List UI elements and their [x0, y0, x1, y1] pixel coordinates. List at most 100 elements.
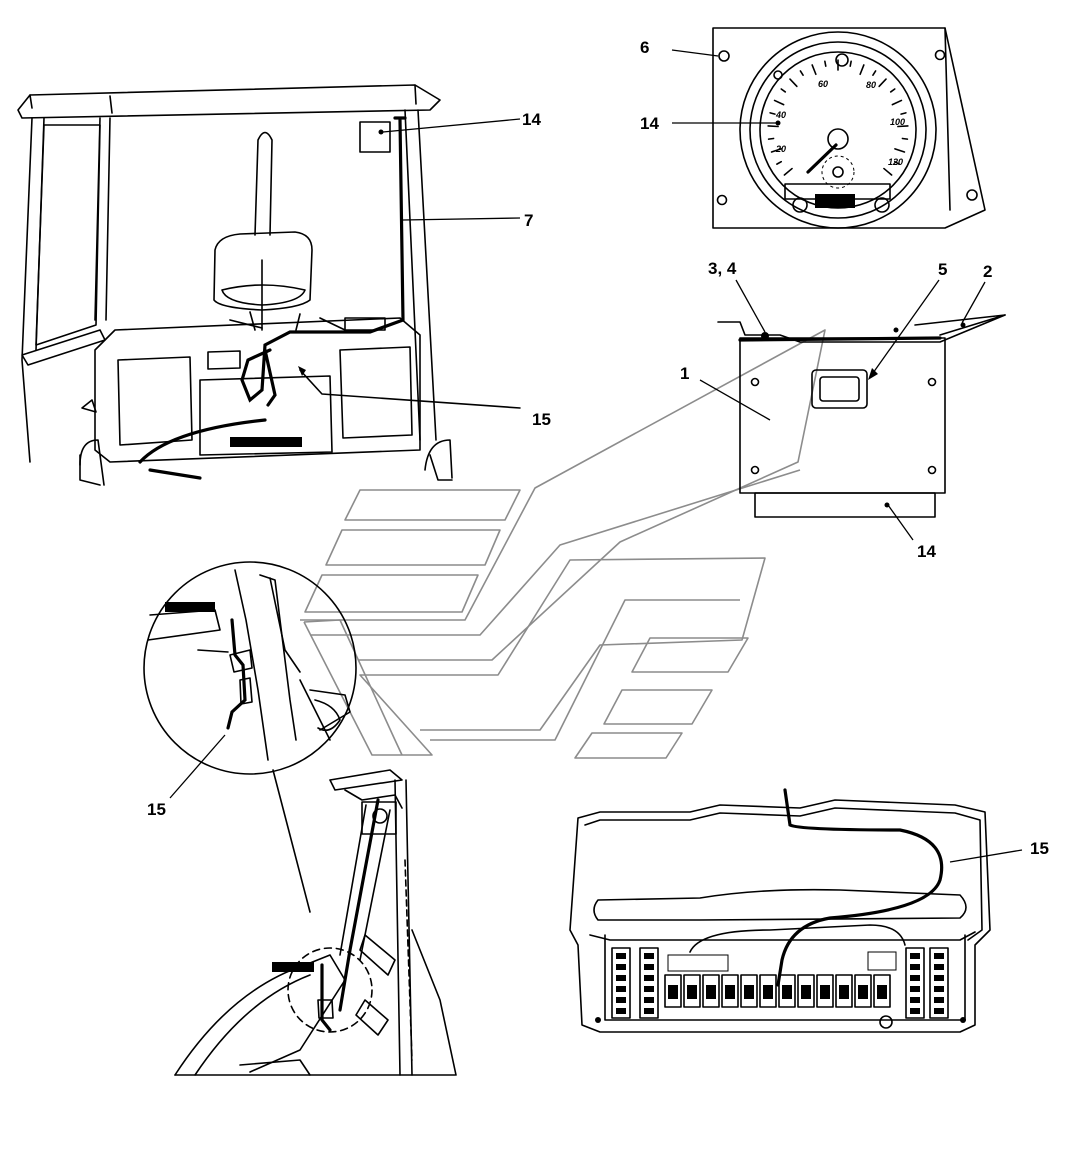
- fuse-slot: [778, 974, 796, 1008]
- terminal-screw: [644, 975, 654, 981]
- terminal-screw: [934, 986, 944, 992]
- speedometer-tick: [872, 70, 877, 76]
- speedometer-tick: [900, 112, 907, 115]
- cab-side-view: [174, 769, 457, 1076]
- fuse-slot: [721, 974, 739, 1008]
- fuse: [782, 985, 792, 999]
- speedometer-tick: [769, 112, 776, 115]
- speedometer-panel: 20 40 60 80 100 120: [671, 27, 986, 229]
- fuse: [839, 985, 849, 999]
- terminal-strip: [905, 947, 925, 1019]
- speedometer-tick: [780, 88, 787, 93]
- speedometer-tick: [824, 60, 827, 67]
- fuse-slot: [797, 974, 815, 1008]
- terminal-screw: [616, 1008, 626, 1014]
- terminal-screw: [934, 964, 944, 970]
- fuse-slot: [816, 974, 834, 1008]
- terminal-screw: [616, 953, 626, 959]
- fuse: [801, 985, 811, 999]
- fuse-slot: [873, 974, 891, 1008]
- callout-14-box: 14: [917, 542, 936, 561]
- speedometer-tick: [767, 125, 779, 128]
- fuse: [858, 985, 868, 999]
- speedometer-tick: [799, 70, 804, 76]
- speedometer-tick: [776, 160, 783, 165]
- speedometer-tick: [783, 167, 793, 176]
- fuse-slot: [702, 974, 720, 1008]
- terminal-screw: [910, 964, 920, 970]
- speedometer-tick: [859, 64, 865, 76]
- terminal-strip: [611, 947, 631, 1019]
- callout-1: 1: [680, 364, 689, 383]
- speedometer-tick: [770, 148, 782, 153]
- terminal-screw: [934, 953, 944, 959]
- fuse-slot: [683, 974, 701, 1008]
- terminal-strip: [639, 947, 659, 1019]
- relay-outline: [667, 954, 729, 972]
- speedometer-tick: [811, 64, 817, 76]
- harness-detail-circle: [143, 561, 357, 913]
- speedometer-tick: [773, 99, 785, 106]
- speedometer-tick: [883, 167, 893, 176]
- terminal-strip: [929, 947, 949, 1019]
- fuse: [668, 985, 678, 999]
- terminal-screw: [616, 986, 626, 992]
- terminal-screw: [644, 953, 654, 959]
- dial-label-40: 40: [775, 110, 786, 120]
- dial-label-100: 100: [890, 117, 905, 127]
- callout-14-cab: 14: [522, 110, 541, 129]
- terminal-screw: [910, 953, 920, 959]
- terminal-screw: [644, 997, 654, 1003]
- speedometer-tick: [767, 137, 775, 140]
- speedometer-tick: [893, 160, 900, 165]
- fuse: [744, 985, 754, 999]
- callout-15-cab: 15: [532, 410, 551, 429]
- fuse-slot: [759, 974, 777, 1008]
- fuse-relay-block: [569, 788, 1023, 1033]
- callout-5: 5: [938, 260, 947, 279]
- fuse-slot: [835, 974, 853, 1008]
- callout-15-block: 15: [1030, 839, 1049, 858]
- terminal-screw: [616, 997, 626, 1003]
- dial-label-20: 20: [775, 144, 786, 154]
- speedometer-tick: [891, 99, 903, 106]
- fuse-slot: [740, 974, 758, 1008]
- terminal-screw: [616, 964, 626, 970]
- watermark-logo: [300, 329, 826, 759]
- speedometer-tick: [849, 60, 852, 67]
- fuse: [687, 985, 697, 999]
- callout-15-detail: 15: [147, 800, 166, 819]
- terminal-screw: [910, 975, 920, 981]
- relay-outline: [867, 951, 897, 971]
- terminal-screw: [934, 1008, 944, 1014]
- terminal-screw: [910, 1008, 920, 1014]
- terminal-screw: [644, 1008, 654, 1014]
- speedometer-tick: [878, 78, 887, 88]
- terminal-screw: [910, 986, 920, 992]
- terminal-screw: [644, 986, 654, 992]
- fuse: [763, 985, 773, 999]
- dial-label-80: 80: [866, 80, 876, 90]
- fuse-slot: [854, 974, 872, 1008]
- control-box: [699, 279, 1006, 541]
- fuse: [706, 985, 716, 999]
- callout-7: 7: [524, 211, 533, 230]
- fuse: [725, 985, 735, 999]
- callout-6: 6: [640, 38, 649, 57]
- speedometer-tick: [889, 88, 896, 93]
- fuse-slot: [664, 974, 682, 1008]
- speedometer-tick: [894, 148, 906, 153]
- terminal-screw: [616, 975, 626, 981]
- terminal-screw: [934, 997, 944, 1003]
- callout-labels: 14 7 15 6 14 3, 4 5 2 1 14 15 15: [147, 38, 1049, 858]
- callout-2: 2: [983, 262, 992, 281]
- speedometer-tick: [901, 137, 909, 140]
- speedometer-tick: [897, 125, 909, 128]
- dial-label-60: 60: [818, 79, 828, 89]
- fuse: [820, 985, 830, 999]
- callout-14-gauge: 14: [640, 114, 659, 133]
- terminal-screw: [644, 964, 654, 970]
- terminal-screw: [910, 997, 920, 1003]
- dial-label-120: 120: [888, 157, 903, 167]
